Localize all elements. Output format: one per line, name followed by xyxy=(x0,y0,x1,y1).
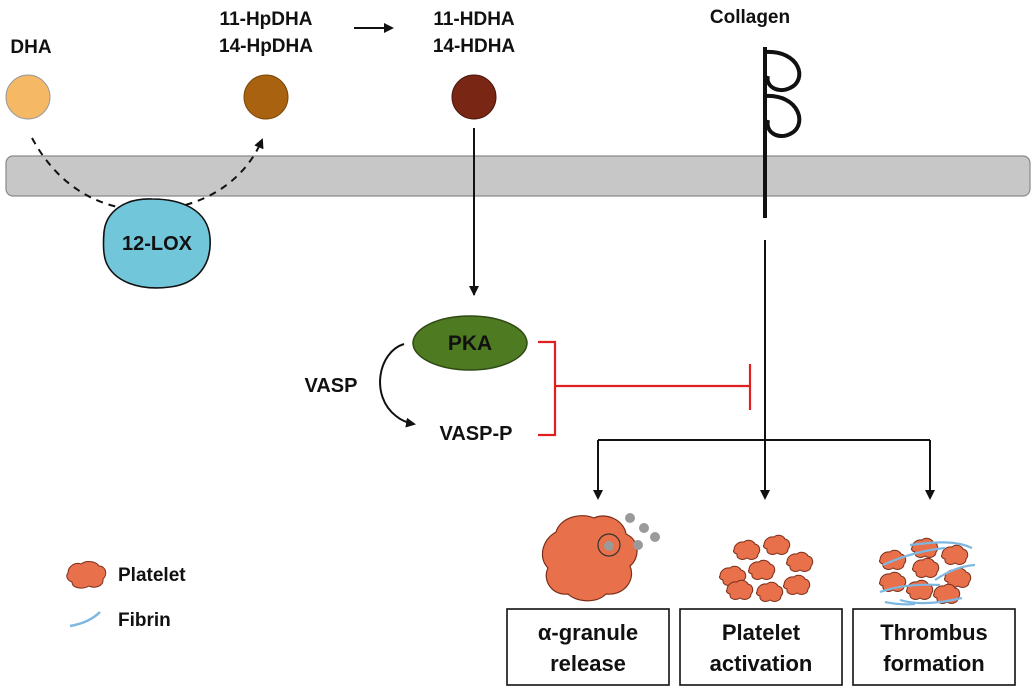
outcome-activation-line1: Platelet xyxy=(722,620,801,645)
hdha-label-2: 14-HDHA xyxy=(433,36,516,57)
12-lox-enzyme xyxy=(102,198,211,289)
pka-node xyxy=(412,315,528,371)
hpdha-label-2: 14-HpDHA xyxy=(219,36,313,57)
legend: Platelet Fibrin xyxy=(66,561,186,631)
hdha-circle xyxy=(451,74,497,120)
legend-platelet-label: Platelet xyxy=(118,565,186,586)
outcome-branches xyxy=(593,439,935,500)
outcome-box-activation: Platelet activation xyxy=(679,608,843,686)
outcome-thrombus-line1: Thrombus xyxy=(880,620,988,645)
outcome-granule-line1: α-granule xyxy=(538,620,638,645)
platelet-activation-illustration xyxy=(718,534,814,602)
vasp-label: VASP xyxy=(305,375,358,397)
collagen-receptor xyxy=(763,47,802,218)
pka-label: PKA xyxy=(448,332,492,355)
granule-release-illustration xyxy=(541,513,660,602)
legend-fibrin-label: Fibrin xyxy=(118,610,171,631)
inhibition-line xyxy=(538,340,752,437)
outcome-box-thrombus: Thrombus formation xyxy=(852,608,1016,686)
cell-membrane xyxy=(5,155,1031,197)
legend-fibrin-icon xyxy=(69,611,101,628)
outcome-box-granule: α-granule release xyxy=(506,608,670,686)
collagen-label: Collagen xyxy=(710,7,790,28)
dha-circle xyxy=(5,74,51,120)
vasp-phosphorylation-arrow xyxy=(379,343,416,428)
hpdha-circle xyxy=(243,74,289,120)
dha-label: DHA xyxy=(10,37,51,58)
hpdha-label-1: 11-HpDHA xyxy=(220,9,313,30)
outcome-thrombus-line2: formation xyxy=(883,651,984,676)
12-lox-label: 12-LOX xyxy=(122,233,193,255)
legend-platelet-icon xyxy=(66,561,107,589)
outcome-activation-line2: activation xyxy=(710,651,813,676)
vasp-p-label: VASP-P xyxy=(440,423,513,445)
hdha-label-1: 11-HDHA xyxy=(433,9,515,30)
thrombus-formation-illustration xyxy=(878,537,976,606)
outcome-granule-line2: release xyxy=(550,651,626,676)
